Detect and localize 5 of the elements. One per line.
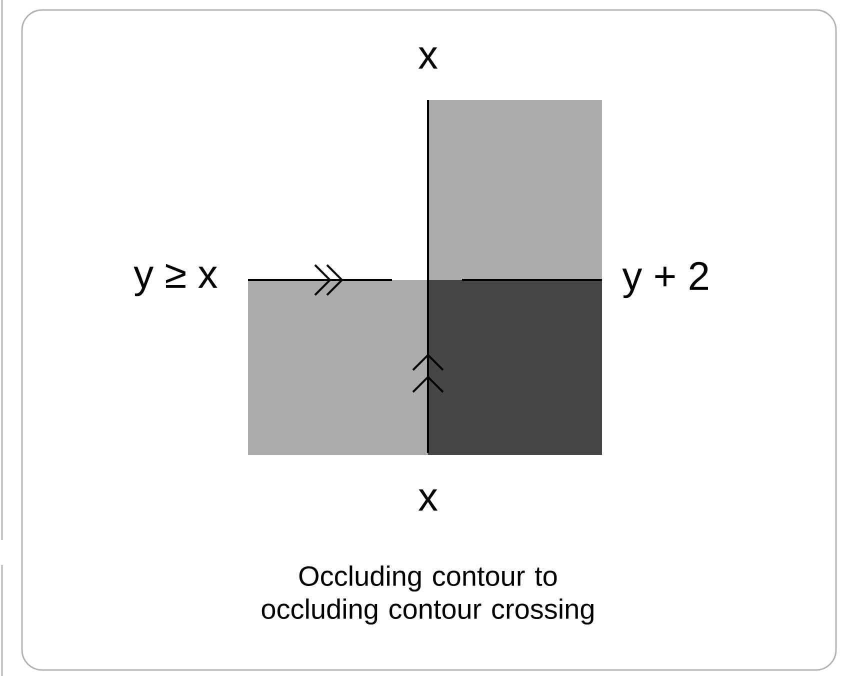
contour-label: x bbox=[418, 47, 438, 69]
caption: Occluding contour to occluding contour crossing bbox=[262, 565, 594, 625]
contour-label: y ≥ x bbox=[134, 264, 218, 296]
contour-label: x bbox=[418, 489, 438, 511]
contour-label: y + 2 bbox=[622, 262, 708, 298]
